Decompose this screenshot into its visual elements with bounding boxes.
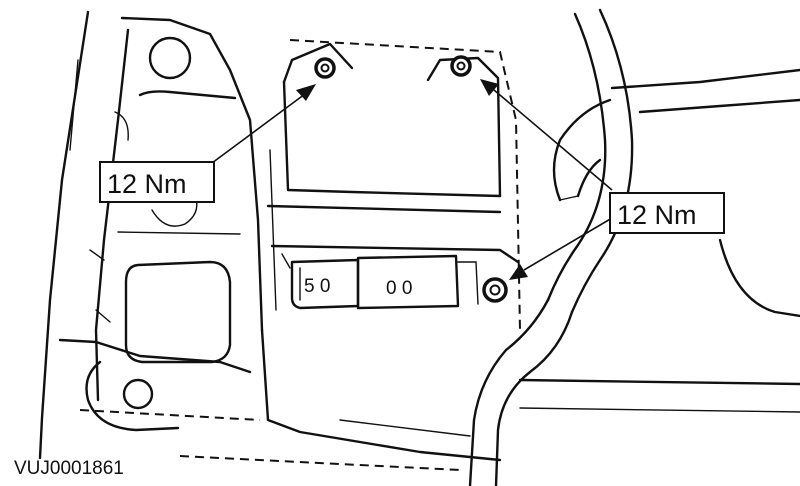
leader-line-left bbox=[211, 84, 316, 164]
bolt-icon bbox=[450, 55, 472, 77]
bolt-icon bbox=[482, 277, 508, 303]
connector-mark-2: 0 0 bbox=[386, 278, 412, 299]
leader-line-right-upper bbox=[480, 79, 613, 191]
lower-panel-edges bbox=[179, 328, 502, 471]
connector-block: 5 0 0 0 bbox=[290, 254, 479, 310]
torque-label-left: 12 Nm bbox=[107, 169, 187, 199]
hose-routing bbox=[468, 8, 800, 486]
module-bracket bbox=[266, 39, 521, 331]
torque-callout-right: 12 Nm bbox=[609, 192, 725, 234]
left-body-panel bbox=[38, 10, 264, 460]
bolt-icon bbox=[314, 57, 336, 79]
torque-callout-left: 12 Nm bbox=[99, 161, 215, 203]
figure-reference-code: VUJ0001861 bbox=[14, 458, 124, 479]
leader-line-right-lower bbox=[509, 217, 613, 280]
connector-mark-1: 5 0 bbox=[304, 276, 330, 297]
torque-label-right: 12 Nm bbox=[617, 200, 697, 230]
